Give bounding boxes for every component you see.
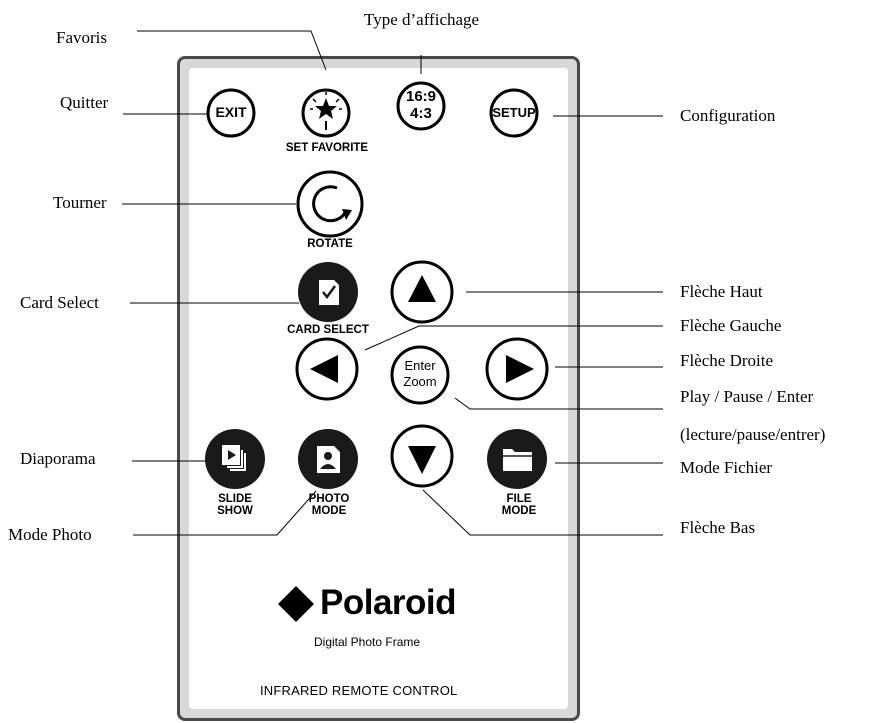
callout-type-affichage: Type d’affichage — [364, 10, 480, 29]
show-caption: SHOW — [217, 505, 253, 517]
slideshow-icon — [222, 445, 246, 471]
file-mode-caption: MODE — [501, 505, 537, 517]
enter-zoom-button[interactable] — [390, 345, 450, 405]
ratio-43-label: 4:3 — [410, 105, 432, 122]
callout-card-select: Card Select — [20, 293, 99, 312]
callout-tourner: Tourner — [53, 193, 107, 212]
rotate-icon — [312, 185, 352, 223]
zoom-label: Zoom — [403, 374, 437, 389]
callout-lecture-pause-entrer: (lecture/pause/entrer) — [680, 425, 826, 444]
diamond-logo-icon — [278, 586, 314, 622]
exit-button[interactable] — [206, 88, 256, 138]
ratio-169-label: 16:9 — [405, 88, 437, 105]
arrow-down-icon — [408, 446, 436, 474]
callout-mode-photo: Mode Photo — [8, 525, 92, 544]
callout-fleche-gauche: Flèche Gauche — [680, 316, 782, 335]
callout-favoris: Favoris — [56, 28, 107, 47]
callout-fleche-haut: Flèche Haut — [680, 282, 763, 301]
aspect-ratio-button[interactable] — [396, 81, 446, 131]
set-favorite-caption: SET FAVORITE — [285, 142, 369, 154]
rotate-caption: ROTATE — [307, 238, 353, 250]
setup-label: SETUP — [492, 105, 536, 120]
slide-caption: SLIDE — [218, 493, 252, 505]
callout-play-pause-enter: Play / Pause / Enter — [680, 387, 814, 406]
photo-caption: PHOTO — [308, 493, 350, 505]
leader-fleche-bas — [422, 489, 663, 536]
callout-diaporama: Diaporama — [20, 449, 96, 468]
sd-card-icon — [319, 280, 339, 305]
brand-name: Polaroid — [320, 583, 457, 622]
enter-label: Enter — [404, 358, 436, 373]
photo-mode-icon — [317, 446, 340, 473]
callout-quitter: Quitter — [60, 93, 109, 112]
setup-button[interactable] — [489, 88, 539, 138]
photo-mode-caption: MODE — [311, 505, 347, 517]
file-caption: FILE — [506, 493, 532, 505]
callout-fleche-droite: Flèche Droite — [680, 351, 773, 370]
callout-mode-fichier: Mode Fichier — [680, 458, 773, 477]
card-select-caption: CARD SELECT — [287, 324, 369, 336]
leader-play-pause — [454, 397, 663, 410]
arrow-right-icon — [506, 355, 534, 383]
brand-subtitle: Digital Photo Frame — [314, 635, 421, 649]
arrow-left-icon — [310, 355, 338, 383]
leader-mode-photo — [133, 490, 317, 536]
leader-favoris — [137, 30, 327, 71]
star-icon — [310, 92, 342, 130]
rotate-button[interactable] — [296, 170, 364, 238]
remote-footer: INFRARED REMOTE CONTROL — [260, 683, 458, 698]
leader-fleche-gauche — [364, 325, 663, 351]
folder-icon — [503, 449, 532, 471]
callout-configuration: Configuration — [680, 106, 776, 125]
arrow-up-icon — [408, 275, 436, 302]
callout-fleche-bas: Flèche Bas — [680, 518, 756, 537]
exit-label: EXIT — [215, 104, 247, 120]
